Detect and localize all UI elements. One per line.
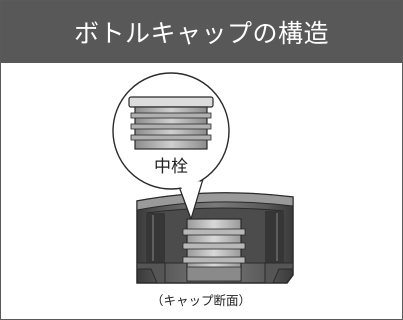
- page-title: ボトルキャップの構造: [73, 19, 329, 48]
- title-bar: ボトルキャップの構造: [1, 1, 402, 63]
- callout-bubble: [112, 72, 230, 220]
- plug-label: 中栓: [154, 157, 188, 177]
- magnified-plug: [128, 96, 214, 150]
- diagram-caption: （キャップ断面）: [150, 293, 251, 308]
- center-plug: [182, 218, 246, 282]
- cap-diagram: [112, 72, 294, 284]
- cap-section: [136, 192, 294, 284]
